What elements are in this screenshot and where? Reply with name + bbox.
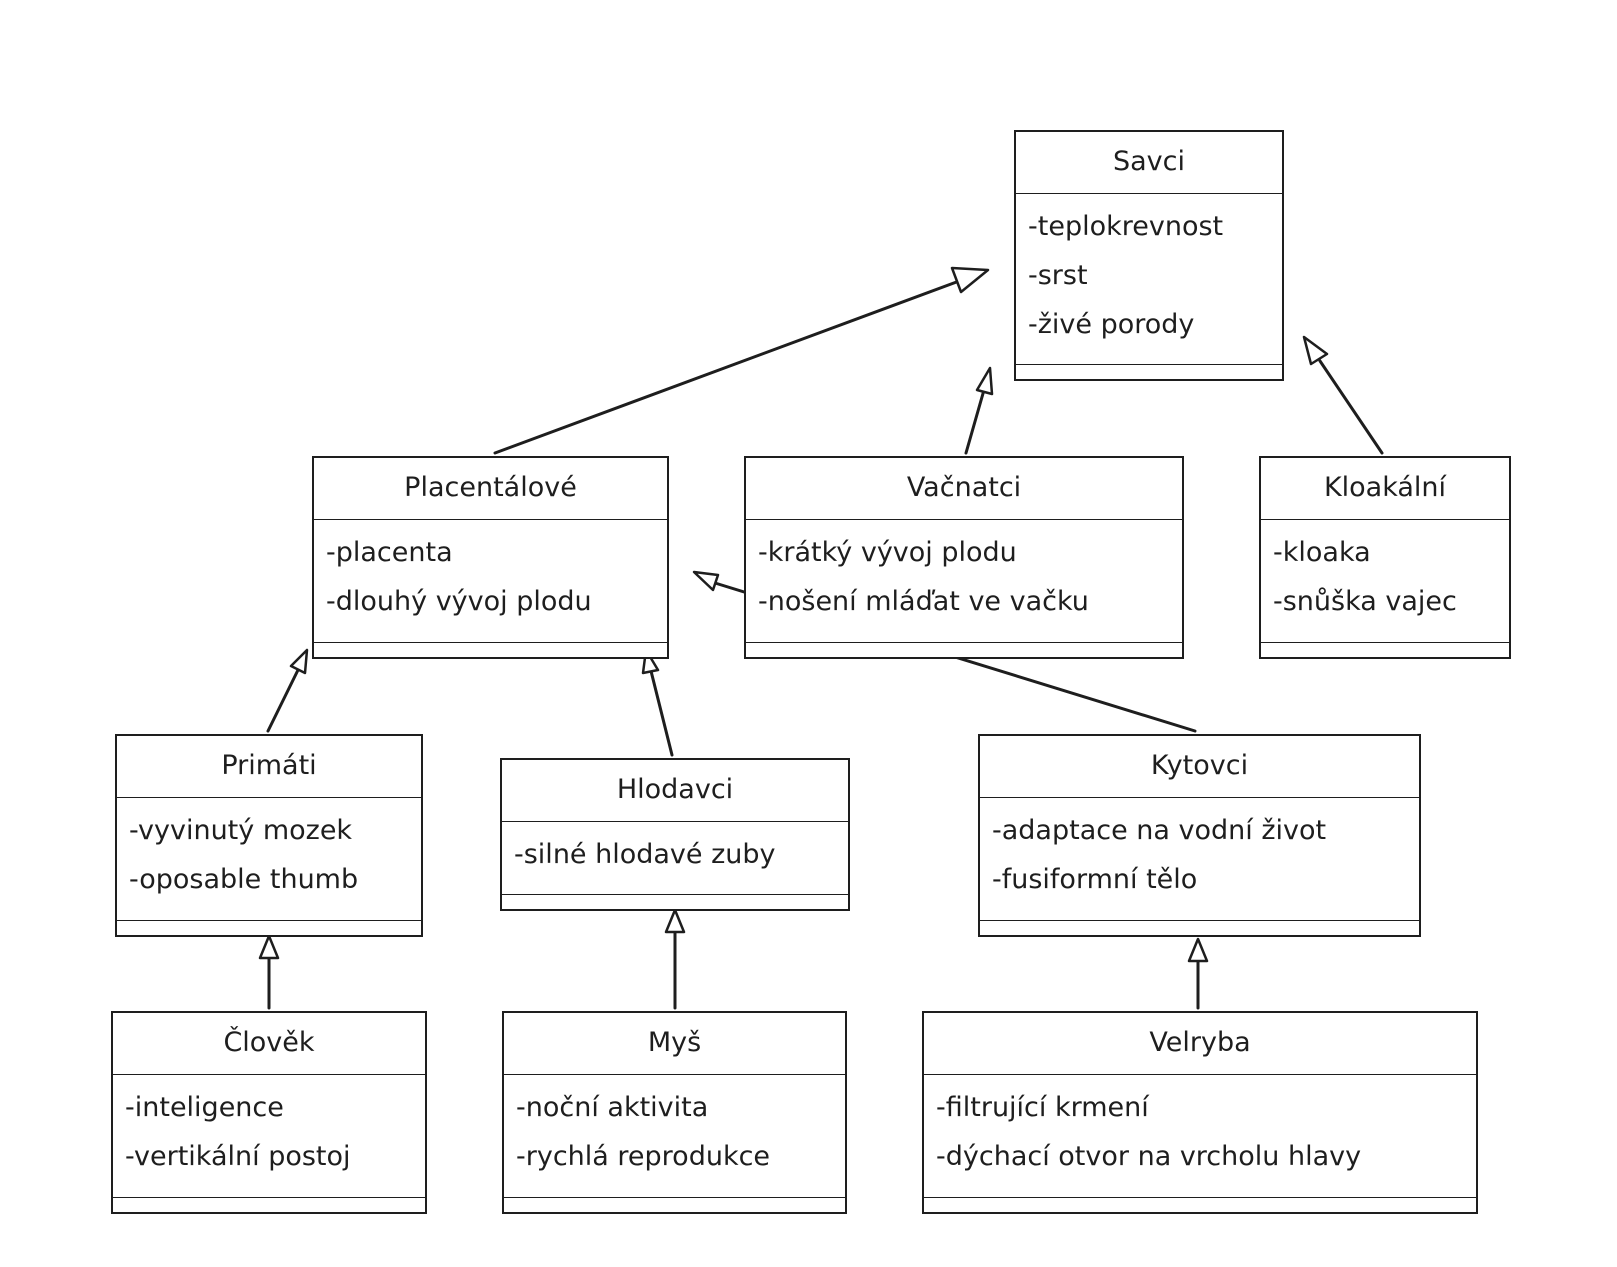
methods-section xyxy=(980,920,1419,935)
methods-section xyxy=(113,1197,425,1212)
attribute-list: -krátký vývoj plodu -nošení mláďat ve va… xyxy=(746,520,1182,626)
attribute: -silné hlodavé zuby xyxy=(514,839,776,870)
attribute: -nošení mláďat ve vačku xyxy=(758,586,1089,617)
class-kytovci[interactable]: Kytovci -adaptace na vodní život -fusifo… xyxy=(978,734,1421,937)
class-name: Kloakální xyxy=(1261,458,1509,520)
attribute: -snůška vajec xyxy=(1273,586,1457,617)
attribute: -teplokrevnost xyxy=(1028,211,1224,242)
attribute-list: -silné hlodavé zuby xyxy=(502,822,848,879)
attribute: -filtrující krmení xyxy=(936,1092,1149,1123)
attribute: -rychlá reprodukce xyxy=(516,1141,771,1172)
class-mys[interactable]: Myš -noční aktivita -rychlá reprodukce xyxy=(502,1011,847,1214)
class-savci[interactable]: Savci -teplokrevnost -srst -živé porody xyxy=(1014,130,1284,381)
methods-section xyxy=(117,920,421,935)
attribute-list: -filtrující krmení -dýchací otvor na vrc… xyxy=(924,1075,1476,1181)
methods-section xyxy=(502,894,848,909)
class-velryba[interactable]: Velryba -filtrující krmení -dýchací otvo… xyxy=(922,1011,1478,1214)
attribute-list: -adaptace na vodní život -fusiformní těl… xyxy=(980,798,1419,904)
arrow-primati-to-placentalove xyxy=(266,648,309,733)
arrow-clovek-to-primati xyxy=(258,934,280,1010)
class-name: Člověk xyxy=(113,1013,425,1075)
class-name: Hlodavci xyxy=(502,760,848,822)
attribute: -dýchací otvor na vrcholu hlavy xyxy=(936,1141,1362,1172)
class-kloakalni[interactable]: Kloakální -kloaka -snůška vajec xyxy=(1259,456,1511,659)
methods-section xyxy=(1016,364,1282,379)
attribute: -vertikální postoj xyxy=(125,1141,351,1172)
methods-section xyxy=(1261,642,1509,657)
attribute-list: -teplokrevnost -srst -živé porody xyxy=(1016,194,1282,349)
methods-section xyxy=(314,642,667,657)
class-name: Velryba xyxy=(924,1013,1476,1075)
attribute: -inteligence xyxy=(125,1092,284,1123)
attribute: -fusiformní tělo xyxy=(992,864,1198,895)
attribute-list: -vyvinutý mozek -oposable thumb xyxy=(117,798,421,904)
attribute: -dlouhý vývoj plodu xyxy=(326,586,592,617)
methods-section xyxy=(504,1197,845,1212)
arrow-vacnatci-to-savci xyxy=(964,366,994,455)
class-vacnatci[interactable]: Vačnatci -krátký vývoj plodu -nošení mlá… xyxy=(744,456,1184,659)
attribute: -krátký vývoj plodu xyxy=(758,537,1017,568)
attribute: -oposable thumb xyxy=(129,864,359,895)
attribute: -placenta xyxy=(326,537,453,568)
attribute: -živé porody xyxy=(1028,309,1195,340)
methods-section xyxy=(924,1197,1476,1212)
class-name: Myš xyxy=(504,1013,845,1075)
methods-section xyxy=(746,642,1182,657)
attribute: -srst xyxy=(1028,260,1088,291)
attribute: -kloaka xyxy=(1273,537,1371,568)
attribute: -vyvinutý mozek xyxy=(129,815,353,846)
attribute-list: -inteligence -vertikální postoj xyxy=(113,1075,425,1181)
class-name: Vačnatci xyxy=(746,458,1182,520)
class-name: Kytovci xyxy=(980,736,1419,798)
arrow-mys-to-hlodavci xyxy=(664,908,686,1010)
class-placentalove[interactable]: Placentálové -placenta -dlouhý vývoj plo… xyxy=(312,456,669,659)
class-name: Savci xyxy=(1016,132,1282,194)
attribute-list: -kloaka -snůška vajec xyxy=(1261,520,1509,626)
class-name: Placentálové xyxy=(314,458,667,520)
arrow-hlodavci-to-placentalove xyxy=(641,648,674,757)
class-primati[interactable]: Primáti -vyvinutý mozek -oposable thumb xyxy=(115,734,423,937)
arrow-placentalove-to-savci xyxy=(493,266,990,455)
arrow-velryba-to-kytovci xyxy=(1187,937,1209,1010)
class-clovek[interactable]: Člověk -inteligence -vertikální postoj xyxy=(111,1011,427,1214)
arrow-kloakalni-to-savci xyxy=(1302,335,1384,455)
class-name: Primáti xyxy=(117,736,421,798)
class-hlodavci[interactable]: Hlodavci -silné hlodavé zuby xyxy=(500,758,850,911)
attribute: -noční aktivita xyxy=(516,1092,709,1123)
attribute-list: -placenta -dlouhý vývoj plodu xyxy=(314,520,667,626)
attribute: -adaptace na vodní život xyxy=(992,815,1327,846)
attribute-list: -noční aktivita -rychlá reprodukce xyxy=(504,1075,845,1181)
